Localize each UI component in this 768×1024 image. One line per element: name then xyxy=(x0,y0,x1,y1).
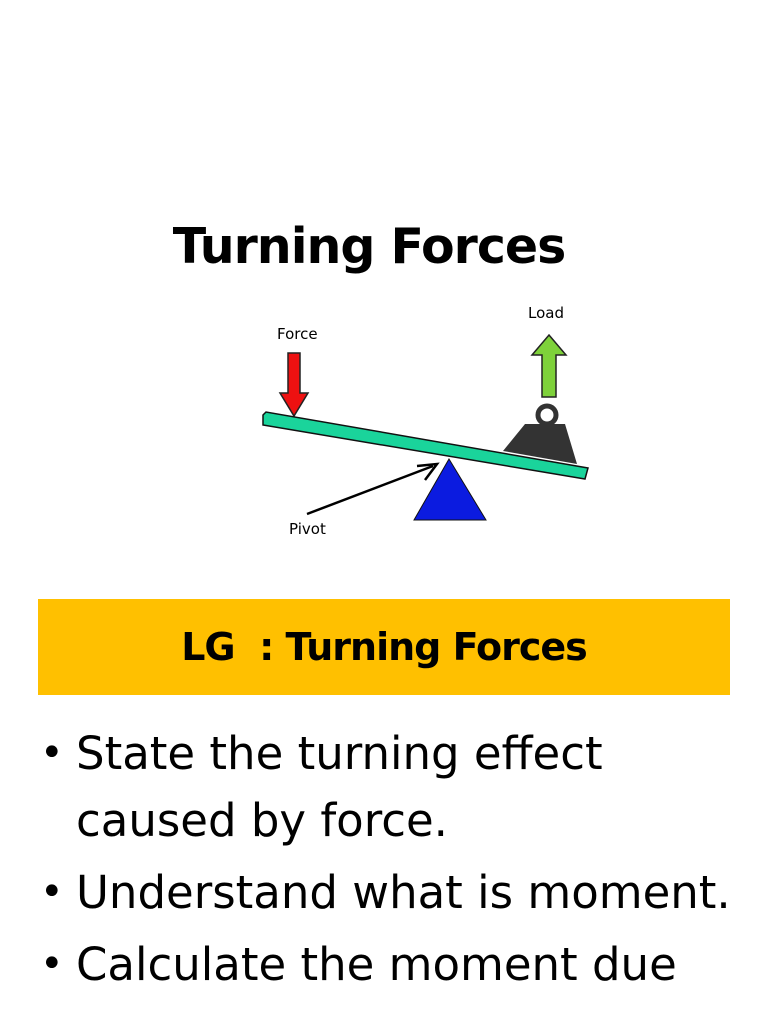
slide-title: Turning Forces xyxy=(172,218,567,275)
pivot-pointer-head xyxy=(416,462,440,481)
bullet-list: • State the turning effect caused by for… xyxy=(40,720,740,1003)
list-item-text: Calculate the moment due xyxy=(76,938,677,991)
list-item: • Understand what is moment. xyxy=(40,859,740,926)
bullet-icon: • xyxy=(40,869,64,915)
pivot-pointer-line xyxy=(306,464,434,516)
list-item: • State the turning effect caused by for… xyxy=(40,720,740,854)
learning-goal-banner: LG : Turning Forces xyxy=(38,599,730,695)
force-label: Force xyxy=(277,325,318,343)
load-arrow xyxy=(530,333,568,398)
list-item: • Calculate the moment due xyxy=(40,931,740,998)
lever-beam xyxy=(262,411,589,480)
bullet-icon: • xyxy=(40,941,64,987)
weight-icon xyxy=(503,424,577,464)
list-item-text: State the turning effect caused by force… xyxy=(76,727,603,847)
load-label: Load xyxy=(528,304,564,322)
force-arrow xyxy=(278,352,310,418)
pivot-label: Pivot xyxy=(289,520,326,538)
learning-goal-text: LG : Turning Forces xyxy=(181,625,588,669)
bullet-icon: • xyxy=(40,730,64,776)
list-item-text: Understand what is moment. xyxy=(76,866,731,919)
pivot-triangle xyxy=(413,458,487,521)
weight-ring xyxy=(535,403,559,427)
lever-diagram: Force Load Pivot xyxy=(262,304,589,538)
